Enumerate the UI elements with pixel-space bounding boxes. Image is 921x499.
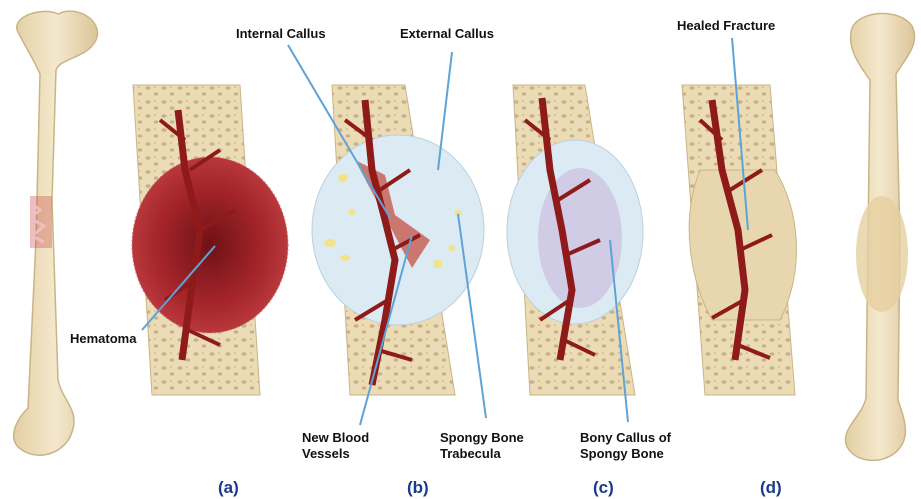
- label-spongy-bone-trabecula-line-2: Trabecula: [440, 446, 524, 462]
- label-new-blood-vessels-line-1: New Blood: [302, 430, 369, 446]
- panel-label-c: (c): [593, 478, 614, 498]
- label-spongy-bone-trabecula: Spongy Bone Trabecula: [440, 430, 524, 462]
- label-internal-callus: Internal Callus: [236, 26, 326, 42]
- panel-label-b: (b): [407, 478, 429, 498]
- healed-long-bone: [845, 13, 914, 460]
- label-spongy-bone-trabecula-line-1: Spongy Bone: [440, 430, 524, 446]
- label-new-blood-vessels-line-2: Vessels: [302, 446, 369, 462]
- label-bony-callus-line-1: Bony Callus of: [580, 430, 671, 446]
- label-hematoma: Hematoma: [70, 331, 136, 347]
- panel-a-illustration: [132, 85, 288, 395]
- label-external-callus: External Callus: [400, 26, 494, 42]
- panel-b-illustration: [312, 85, 484, 395]
- fractured-long-bone: [14, 11, 98, 455]
- label-healed-fracture: Healed Fracture: [677, 18, 775, 34]
- label-bony-callus-line-2: Spongy Bone: [580, 446, 671, 462]
- panel-label-d: (d): [760, 478, 782, 498]
- label-new-blood-vessels: New Blood Vessels: [302, 430, 369, 462]
- label-bony-callus: Bony Callus of Spongy Bone: [580, 430, 671, 462]
- panel-label-a: (a): [218, 478, 239, 498]
- panel-c-illustration: [507, 85, 643, 395]
